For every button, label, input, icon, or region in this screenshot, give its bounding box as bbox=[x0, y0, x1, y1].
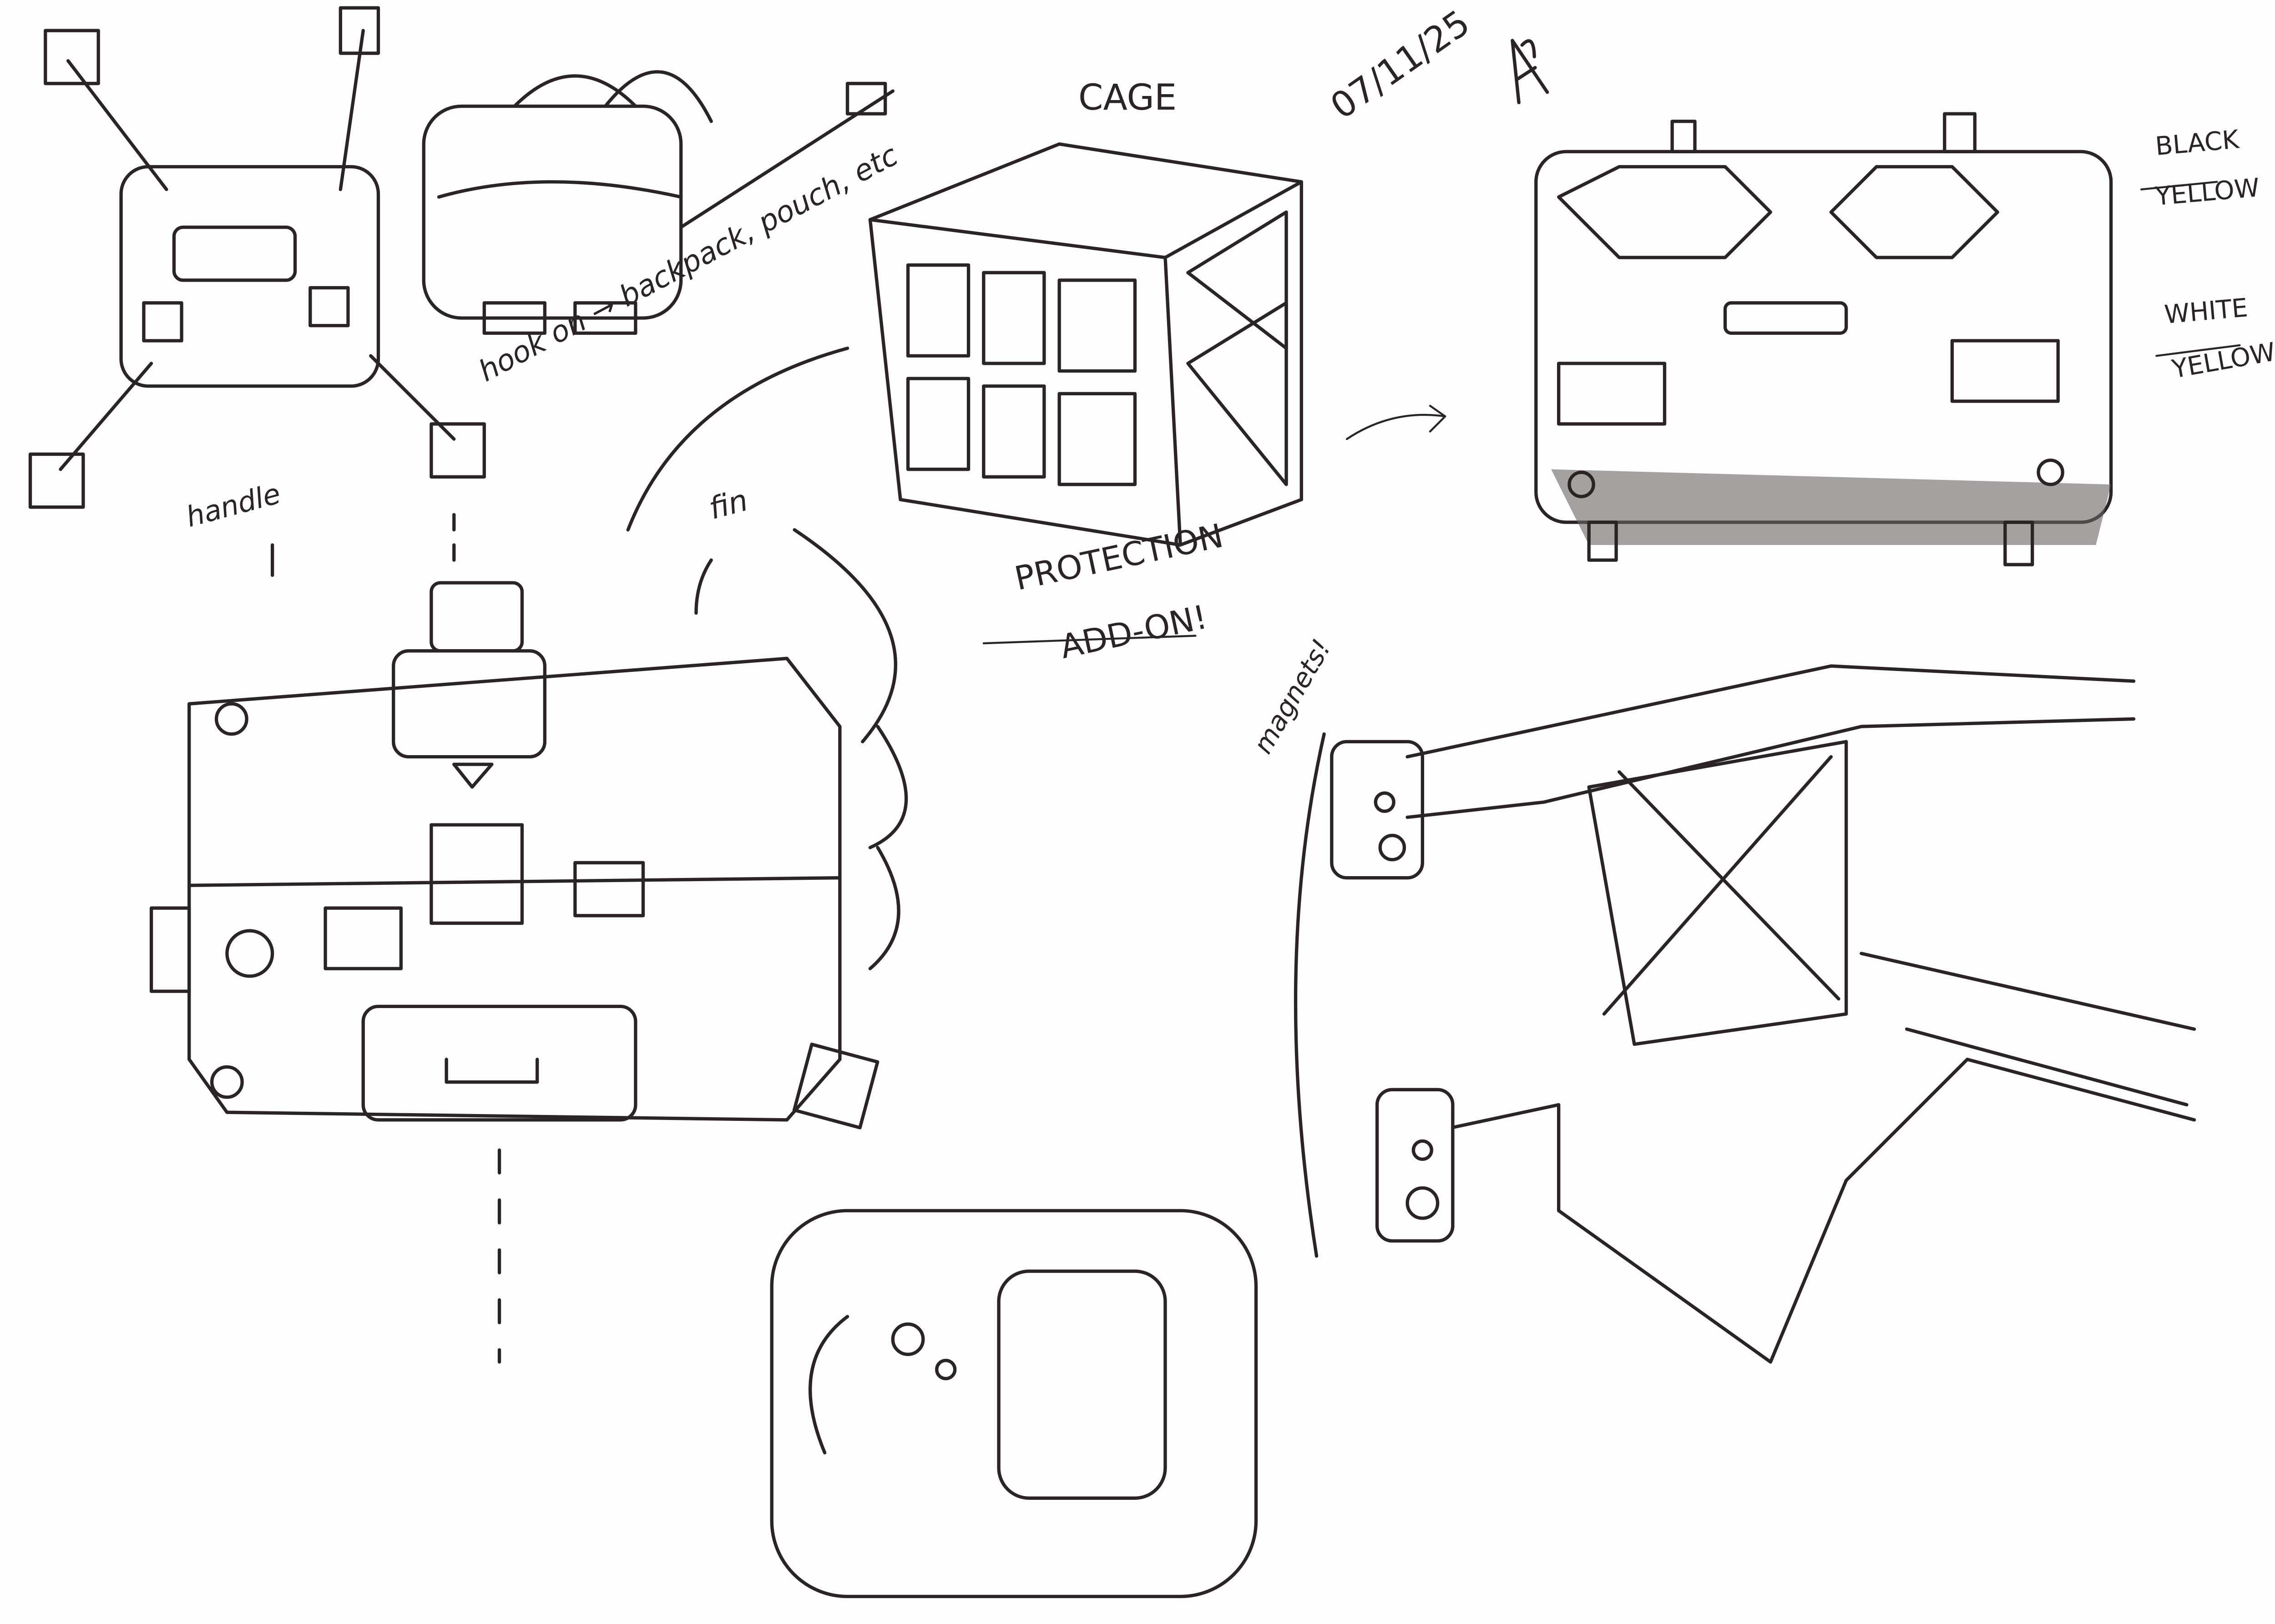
magnet-frame-sketch bbox=[1294, 664, 2196, 1364]
main-box-sketch bbox=[149, 346, 908, 1364]
cage-label: CAGE bbox=[1078, 77, 1177, 118]
drone-sketch bbox=[28, 6, 486, 509]
protected-box-sketch bbox=[1534, 112, 2113, 566]
rear-box-sketch bbox=[770, 1209, 1258, 1599]
arrows bbox=[982, 181, 2241, 645]
box-with-straps-sketch bbox=[422, 70, 895, 335]
cage-sketch bbox=[868, 142, 1303, 547]
signature bbox=[1511, 39, 1549, 105]
